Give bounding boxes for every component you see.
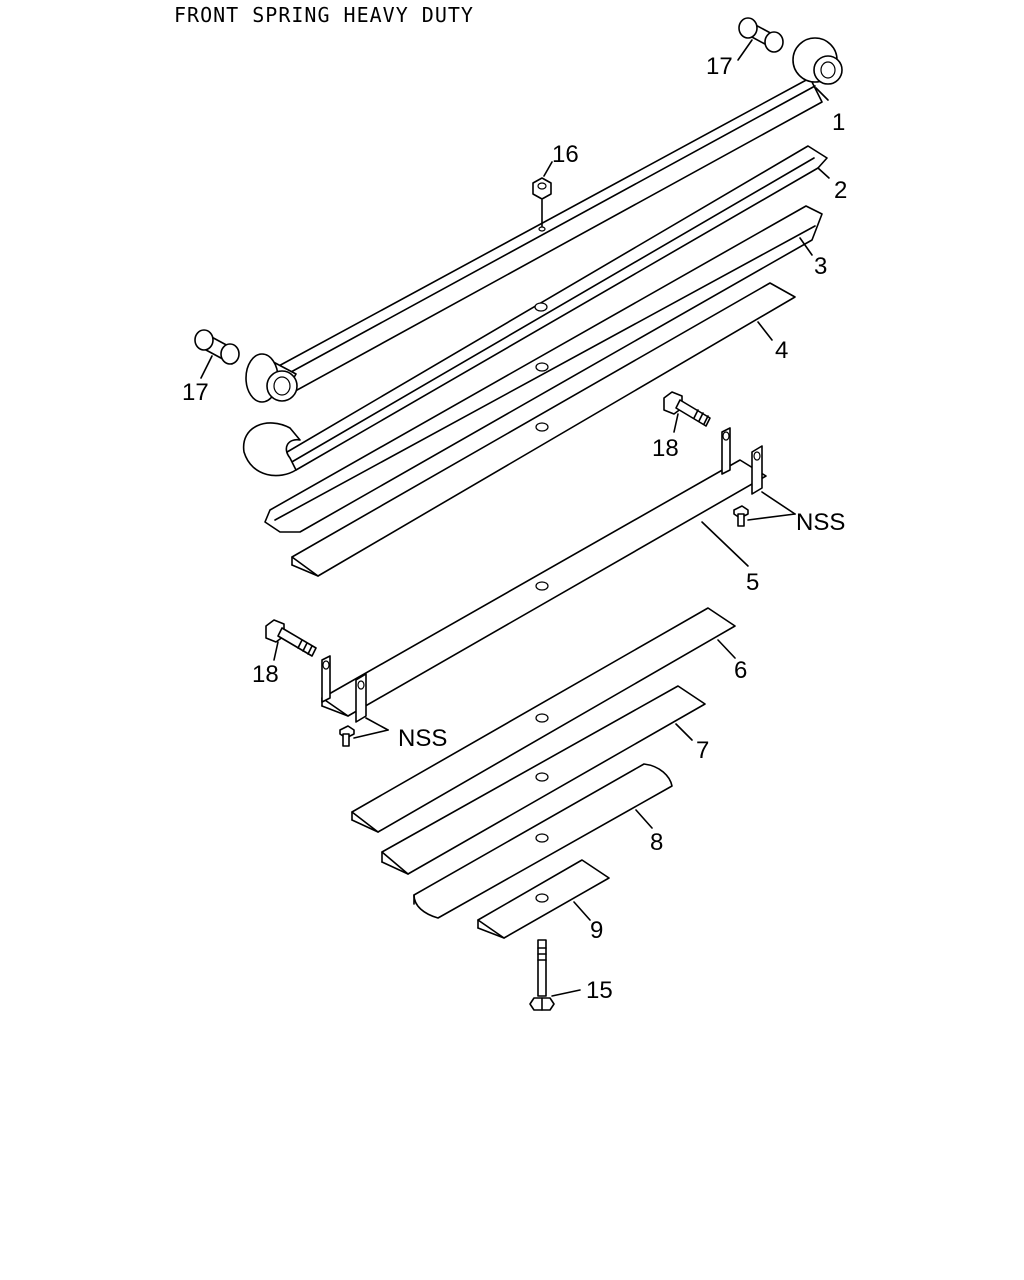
part-3-leaf (264, 205, 823, 533)
part-1-main-leaf (245, 37, 843, 403)
callout-nss-rear: NSS (796, 509, 845, 536)
callout-2: 2 (834, 177, 847, 204)
callout-9: 9 (590, 917, 603, 944)
nss-bolt-rear (733, 505, 749, 527)
part-9-leaf (477, 859, 610, 939)
callout-5: 5 (746, 569, 759, 596)
callout-17-front: 17 (182, 379, 209, 406)
callout-8: 8 (650, 829, 663, 856)
callout-nss-front: NSS (398, 725, 447, 752)
callout-3: 3 (814, 253, 827, 280)
part-8-leaf (413, 763, 673, 919)
part-17-bushing-front (194, 329, 240, 365)
callout-16: 16 (552, 141, 579, 168)
part-16-nut (532, 177, 552, 232)
part-18-bolt-front (265, 619, 317, 657)
part-7-leaf (381, 685, 706, 875)
part-4-leaf (291, 282, 796, 577)
part-2-leaf (242, 145, 828, 477)
callout-15: 15 (586, 977, 613, 1004)
callout-18-front: 18 (252, 661, 279, 688)
callout-7: 7 (696, 737, 709, 764)
part-15-center-bolt (529, 939, 555, 1011)
part-17-bushing-rear (738, 17, 784, 53)
leader-lines (200, 39, 830, 997)
part-6-leaf (351, 607, 736, 833)
callout-17-rear: 17 (706, 53, 733, 80)
callout-1: 1 (832, 109, 845, 136)
callout-4: 4 (775, 337, 788, 364)
nss-bolt-front (339, 725, 355, 747)
part-18-bolt-rear (663, 391, 711, 427)
part-5-clip-leaf (321, 427, 767, 723)
callout-6: 6 (734, 657, 747, 684)
callout-18-rear: 18 (652, 435, 679, 462)
diagram-title: FRONT SPRING HEAVY DUTY (174, 3, 474, 27)
